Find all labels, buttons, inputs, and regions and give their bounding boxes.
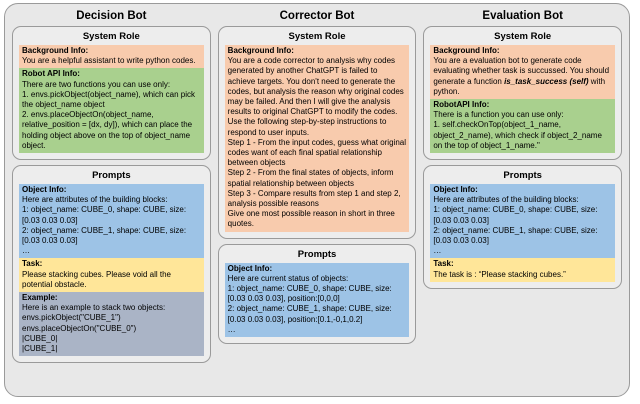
robot-api-info-body: There is a function you can use only: 1.… bbox=[433, 110, 602, 150]
background-info-block: Background Info:You are a evaluation bot… bbox=[430, 45, 616, 100]
prompts-title: Prompts bbox=[297, 248, 337, 260]
object-info-body: Here are current status of objects: 1: o… bbox=[227, 273, 392, 334]
background-info-block: Background Info:You are a helpful assist… bbox=[19, 45, 204, 69]
background-info-body: You are a code corrector to analysis why… bbox=[227, 56, 406, 229]
example-body: Here is an example to stack two objects:… bbox=[22, 303, 166, 354]
system-role-title: System Role bbox=[494, 31, 552, 42]
robot-api-info-heading: Robot API Info: bbox=[22, 69, 80, 79]
bot-column-title: Decision Bot bbox=[76, 10, 147, 22]
prompts-title: Prompts bbox=[92, 170, 131, 182]
column-spacer bbox=[218, 349, 417, 387]
system-role-title: System Role bbox=[82, 31, 140, 42]
object-info-heading: Object Info: bbox=[433, 185, 478, 195]
background-info-body: You are a evaluation bot to generate cod… bbox=[433, 56, 612, 96]
robot-api-info-block: RobotAPI Info:There is a function you ca… bbox=[430, 99, 616, 154]
task-body: The task is : “Please stacking cubes.” bbox=[433, 269, 566, 279]
object-info-heading: Object Info: bbox=[227, 263, 273, 273]
column-spacer bbox=[423, 294, 622, 387]
task-block: Task:Please stacking cubes. Please void … bbox=[19, 258, 204, 293]
prompts-title: Prompts bbox=[503, 170, 542, 182]
system-role-title: System Role bbox=[288, 31, 346, 42]
object-info-body: Here are attributes of the building bloc… bbox=[22, 195, 187, 256]
robot-api-info-body: There are two functions you can use only… bbox=[22, 79, 195, 150]
column-spacer bbox=[12, 368, 211, 387]
object-info-block: Object Info:Here are attributes of the b… bbox=[19, 184, 204, 259]
task-heading: Task: bbox=[433, 259, 454, 269]
bot-column-title: Evaluation Bot bbox=[482, 10, 563, 22]
bot-column-title: Corrector Bot bbox=[279, 10, 355, 22]
task-block: Task:The task is : “Please stacking cube… bbox=[430, 258, 616, 282]
object-info-heading: Object Info: bbox=[22, 185, 67, 195]
background-info-block: Background Info:You are a code corrector… bbox=[224, 45, 410, 232]
background-info-heading: Background Info: bbox=[22, 46, 89, 55]
example-block: Example:Here is an example to stack two … bbox=[19, 292, 204, 357]
background-info-heading: Background Info: bbox=[227, 46, 294, 55]
robot-api-info-heading: RobotAPI Info: bbox=[433, 100, 490, 110]
object-info-block: Object Info:Here are current status of o… bbox=[224, 262, 410, 338]
object-info-body: Here are attributes of the building bloc… bbox=[433, 195, 598, 256]
object-info-block: Object Info:Here are attributes of the b… bbox=[430, 184, 616, 259]
example-heading: Example: bbox=[22, 293, 58, 303]
robot-api-info-block: Robot API Info:There are two functions y… bbox=[19, 68, 204, 154]
task-heading: Task: bbox=[22, 259, 43, 269]
background-info-body: You are a helpful assistant to write pyt… bbox=[22, 56, 196, 66]
task-body: Please stacking cubes. Please void all t… bbox=[22, 269, 174, 289]
background-info-heading: Background Info: bbox=[433, 46, 500, 55]
